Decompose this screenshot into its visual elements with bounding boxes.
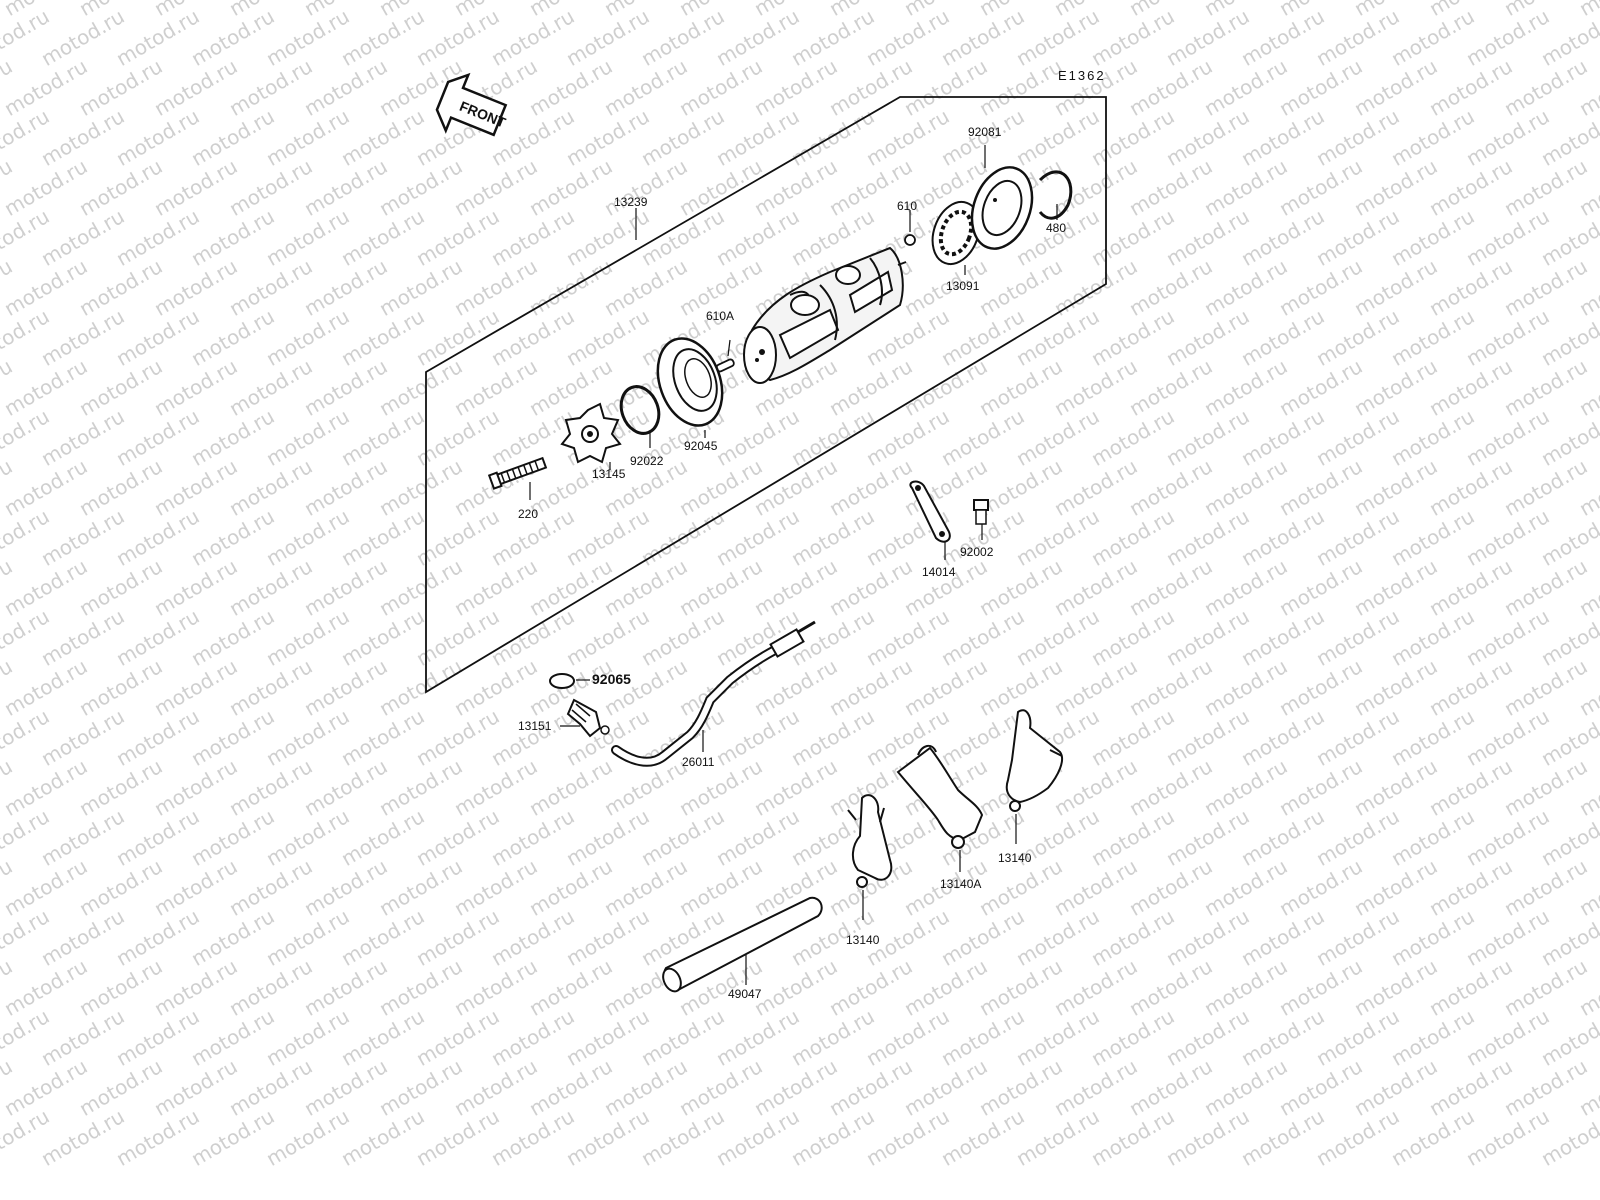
bolt-92002: [973, 499, 989, 525]
part-label-610: 610: [897, 199, 917, 213]
part-label-92022: 92022: [630, 454, 664, 468]
part-label-13239: 13239: [614, 195, 648, 209]
ring-92022: [619, 385, 661, 435]
link-plate-14014: [909, 480, 951, 543]
part-label-92065: 92065: [592, 671, 631, 687]
bearing-92045: [656, 337, 724, 427]
part-label-13140-left: 13140: [846, 933, 880, 947]
switch-13151: [566, 698, 610, 738]
part-label-610A: 610A: [706, 309, 734, 323]
part-label-13151: 13151: [518, 719, 552, 733]
shift-fork-13140-left: [847, 794, 893, 888]
part-label-13140A: 13140A: [940, 877, 981, 891]
part-label-26011: 26011: [682, 755, 715, 769]
part-label-92081: 92081: [968, 125, 1002, 139]
ball-610: [904, 234, 916, 246]
shift-drum: [743, 246, 907, 384]
part-label-49047: 49047: [728, 987, 762, 1001]
bolt-220: [487, 456, 548, 490]
assembly-outline-13239: [425, 96, 1107, 694]
plate-92081: [970, 166, 1034, 250]
part-label-92002: 92002: [960, 545, 994, 559]
part-label-13140-right: 13140: [998, 851, 1032, 865]
part-label-13145: 13145: [592, 467, 626, 481]
shaft-49047: [662, 896, 823, 993]
shift-fork-13140-right: [1005, 709, 1064, 812]
shift-fork-13140A-center: [896, 744, 984, 849]
gear-plate-13091: [931, 201, 981, 265]
diagram-code: E1362: [1058, 68, 1106, 83]
part-label-220: 220: [518, 507, 538, 521]
washer-92065: [549, 673, 575, 689]
lead-wire-26011: [611, 620, 816, 767]
part-label-14014: 14014: [922, 565, 956, 579]
star-cam-13145: [560, 402, 622, 464]
front-arrow-icon: FRONT: [435, 72, 508, 137]
circlip-480: [1038, 170, 1073, 220]
part-label-480: 480: [1046, 221, 1066, 235]
part-label-92045: 92045: [684, 439, 718, 453]
part-label-13091: 13091: [946, 279, 980, 293]
